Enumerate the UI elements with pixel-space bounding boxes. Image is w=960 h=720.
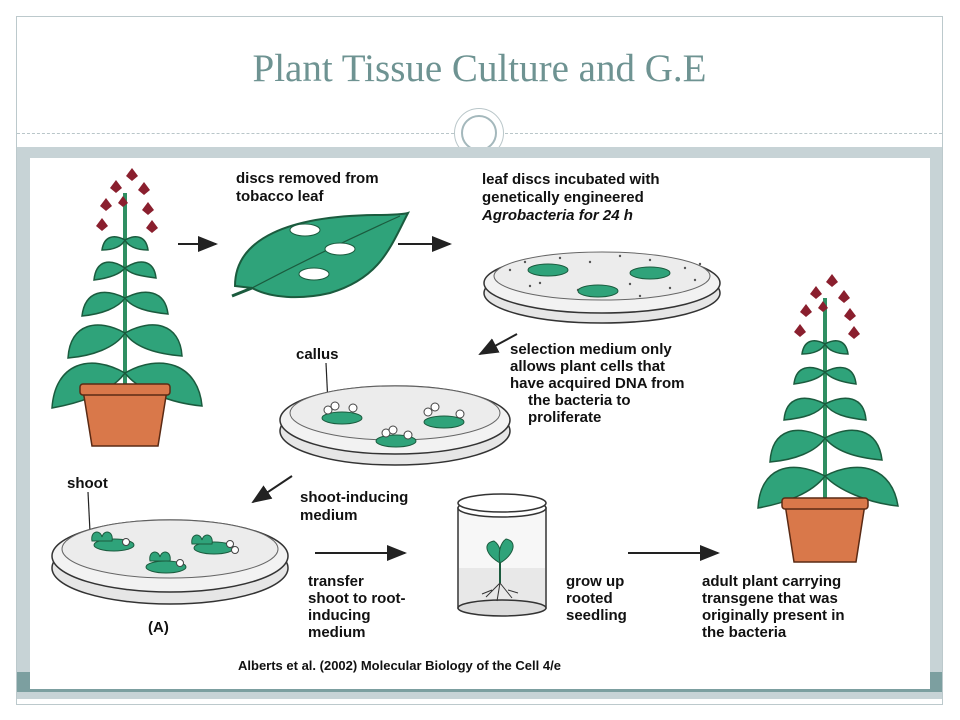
tissue-culture-figure: discs removed from tobacco leaf leaf dis…	[30, 158, 930, 689]
title-divider-right	[505, 133, 942, 134]
step1-text: discs removed from tobacco leaf	[236, 170, 383, 205]
shoot-label: shoot	[67, 475, 108, 492]
step5-text: transfer shoot to root- inducing medium	[308, 573, 410, 641]
step2-text: leaf discs incubated with genetically en…	[481, 171, 664, 224]
callus-label: callus	[296, 346, 339, 363]
arrow-dish-to-selection	[478, 333, 518, 355]
petri-dish-shoots	[51, 519, 289, 605]
culture-jar-seedling	[457, 493, 547, 617]
slide-title: Plant Tissue Culture and G.E	[252, 47, 707, 90]
title-divider-left	[17, 133, 454, 134]
tobacco-leaf-with-discs	[231, 211, 411, 299]
panel-label: (A)	[148, 619, 169, 636]
tobacco-plant-left	[51, 168, 203, 447]
petri-dish-agrobacteria	[483, 251, 721, 324]
circle-ornament-inner	[461, 115, 497, 151]
diagram-svg: discs removed from tobacco leaf leaf dis…	[51, 168, 899, 673]
step4-text: shoot-inducing medium	[300, 489, 412, 524]
figure-citation: Alberts et al. (2002) Molecular Biology …	[238, 658, 561, 673]
step3-text: selection medium only allows plant cells…	[510, 341, 689, 426]
petri-dish-callus	[279, 385, 511, 466]
tobacco-plant-right	[757, 274, 899, 563]
step6-text: grow up rooted seedling	[566, 573, 629, 624]
step7-text: adult plant carrying transgene that was …	[702, 573, 849, 641]
arrow-selection-to-shoot	[251, 475, 293, 504]
